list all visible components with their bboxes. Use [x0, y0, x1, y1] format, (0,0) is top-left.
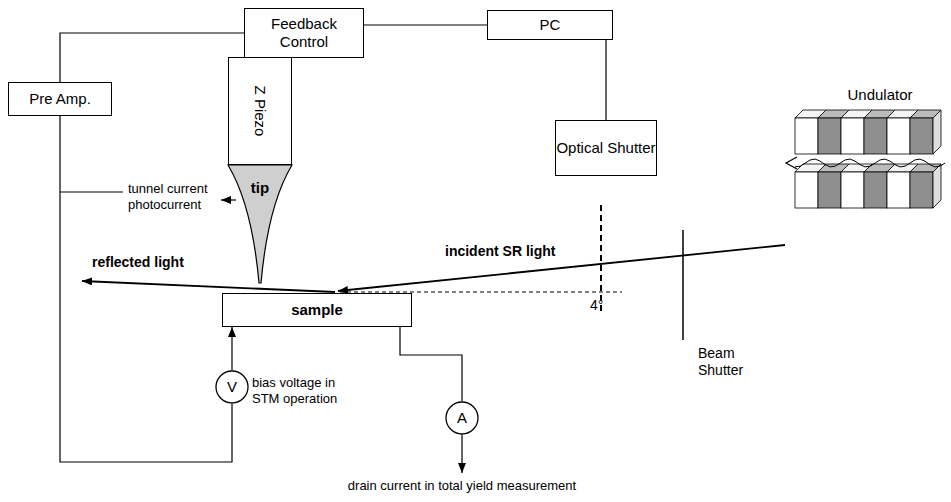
magnet-block	[841, 172, 864, 208]
piezo-box: Z Piezo	[228, 57, 292, 165]
magnet-block	[910, 172, 933, 208]
computer-box: PC	[487, 10, 613, 40]
magnet-block	[864, 172, 887, 208]
signal-wire	[60, 191, 123, 192]
signal-label: tunnel current photocurrent	[128, 181, 216, 212]
reflected-light-ray	[82, 281, 335, 292]
shutter-box: Optical Shutter	[555, 120, 657, 176]
node-text: A	[457, 409, 467, 427]
annotation-note: drain current in total yield measurement	[327, 478, 597, 494]
node-text: Z Piezo	[251, 86, 269, 137]
node-text: Feedback Control	[245, 15, 363, 51]
current-arrow	[221, 199, 236, 200]
stm-tip: tip	[228, 165, 292, 283]
magnet-block	[864, 118, 887, 154]
node-text: Pre Amp.	[29, 90, 91, 108]
beam-shutter-blade	[682, 230, 684, 340]
magnet-block	[841, 118, 864, 154]
magnet-block	[818, 118, 841, 154]
magnet-block	[818, 172, 841, 208]
wire-connector	[605, 40, 606, 120]
angle-label: 4°	[590, 297, 620, 314]
wire-connector	[60, 116, 232, 462]
magnet-side	[933, 164, 941, 208]
magnet-side	[933, 110, 941, 154]
wire-connector	[60, 33, 244, 82]
node-text: sample	[291, 301, 343, 319]
ammeter-symbol: A	[445, 401, 479, 435]
node-text: tip	[251, 179, 269, 197]
amplifier-box: Pre Amp.	[8, 82, 112, 116]
node-text: Optical Shutter	[556, 139, 655, 157]
wire-connector	[400, 327, 462, 401]
beam-label: reflected light	[92, 254, 222, 271]
magnet-block	[887, 172, 910, 208]
wire-connector	[231, 327, 232, 370]
control-box: Feedback Control	[244, 8, 364, 58]
node-text: PC	[540, 16, 561, 34]
sample-box: sample	[222, 293, 412, 327]
magnet-block	[795, 118, 818, 154]
part-label: Beam Shutter	[698, 345, 760, 379]
magnet-block	[887, 118, 910, 154]
magnet-block	[795, 172, 818, 208]
voltmeter-symbol: V	[215, 370, 249, 404]
annotation-note: bias voltage in STM operation	[252, 375, 362, 406]
beam-direction	[786, 157, 797, 169]
electron-path	[795, 159, 945, 167]
undulator-magnets	[786, 110, 945, 208]
drain-arrow	[461, 435, 462, 473]
node-text: V	[227, 378, 237, 396]
incident-light-ray	[338, 245, 785, 291]
wire-connector	[364, 24, 487, 25]
part-label: Undulator	[830, 86, 930, 104]
magnet-block	[910, 118, 933, 154]
beam-label: incident SR light	[445, 243, 580, 260]
